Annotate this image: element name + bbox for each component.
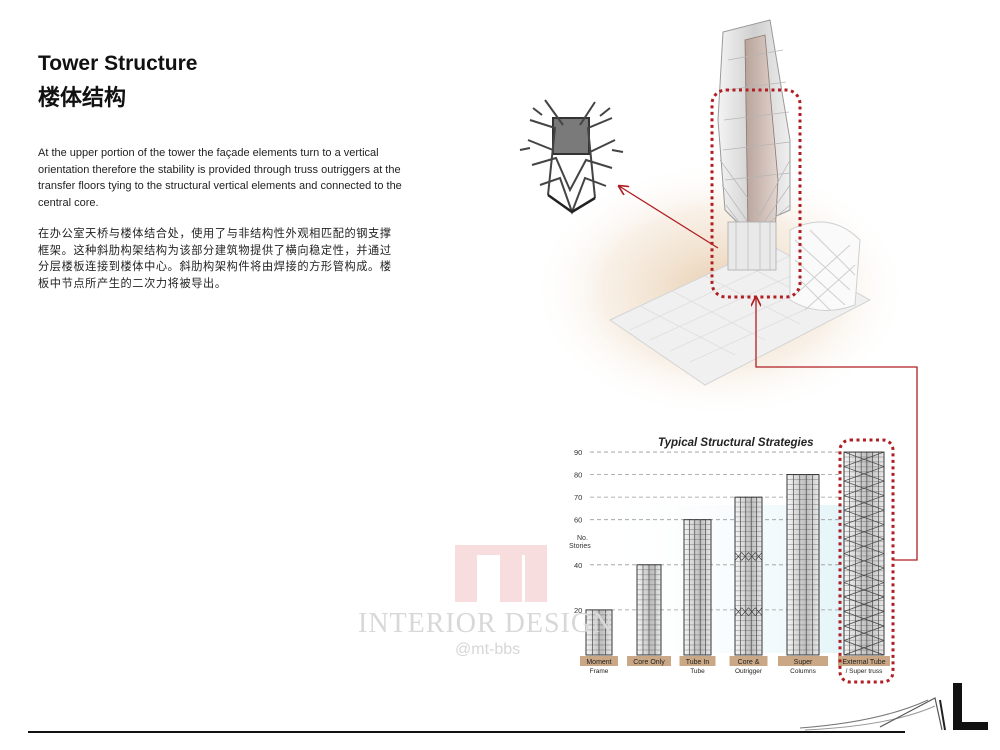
description-english: At the upper portion of the tower the fa… — [38, 147, 402, 209]
watermark-logo — [455, 545, 547, 602]
chart-y-label-line-2: Stories — [569, 543, 591, 550]
y-tick-label: 90 — [574, 448, 582, 457]
chart-bar — [786, 474, 820, 656]
brand-logo — [799, 683, 988, 731]
chart-bars — [585, 451, 885, 656]
page-title-chinese: 楼体结构 — [38, 86, 127, 111]
category-label-box — [627, 656, 671, 666]
category-sublabel: / Super truss — [846, 668, 884, 675]
chart-y-ticks: 90 80 70 60 40 20 — [574, 448, 582, 615]
chart-bar — [683, 519, 712, 656]
detail-arrow — [619, 186, 719, 249]
chart-title: Typical Structural Strategies — [658, 437, 814, 449]
category-label: Core & — [738, 659, 760, 666]
chart-bar — [734, 496, 763, 656]
outrigger-detail-model — [519, 99, 624, 215]
category-sublabel: Tube — [690, 668, 705, 675]
category-label-box — [838, 656, 890, 666]
tower — [717, 19, 791, 271]
category-label-box — [679, 656, 716, 666]
category-label: Super — [794, 659, 813, 666]
category-sublabel: Frame — [590, 668, 609, 675]
page-title: Tower Structure — [38, 52, 198, 75]
watermark-text: INTERIOR DESIGN — [358, 608, 614, 639]
category-sublabel: Outrigger — [735, 668, 763, 675]
category-label: Tube In — [686, 659, 710, 666]
category-label-box — [580, 656, 618, 666]
y-tick-label: 20 — [574, 606, 582, 615]
chart-bar — [585, 609, 613, 656]
chart-bar — [636, 564, 662, 656]
y-tick-label: 40 — [574, 561, 582, 570]
category-label: External Tube — [842, 659, 885, 666]
watermark-subtext: @mt-bbs — [455, 641, 521, 658]
category-label: Core Only — [633, 659, 665, 666]
skybridge-lattice — [789, 221, 861, 311]
chart-bar — [843, 451, 885, 656]
strategy-connector-arrow — [756, 297, 918, 561]
category-sublabel: Columns — [790, 668, 816, 675]
category-label-box — [729, 656, 768, 666]
y-tick-label: 70 — [574, 493, 582, 502]
category-label-box — [778, 656, 828, 666]
y-tick-label: 60 — [574, 516, 582, 525]
y-tick-label: 80 — [574, 471, 582, 480]
description-chinese: 在办公室天桥与楼体结合处，使用了与非结构性外观相匹配的钢支撑框架。这种斜肋构架结… — [38, 227, 392, 290]
chart-y-label-line-1: No. — [577, 535, 588, 542]
category-label: Moment — [586, 659, 611, 666]
